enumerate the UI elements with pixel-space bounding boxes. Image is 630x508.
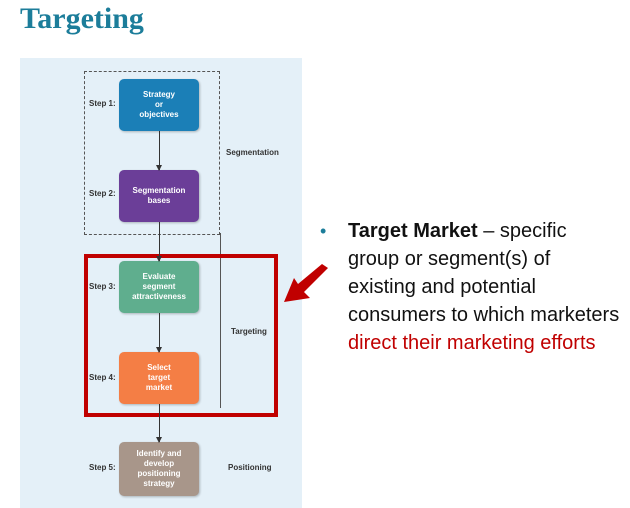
select-target-market-box: Select target market <box>119 352 199 404</box>
positioning-strategy-box: Identify and develop positioning strateg… <box>119 442 199 496</box>
dash: – <box>477 220 500 242</box>
arrow-3-4 <box>156 313 162 353</box>
page-title: Targeting <box>20 2 144 35</box>
segmentation-bases-box: Segmentation bases <box>119 170 199 222</box>
pointer-arrow-icon <box>284 264 328 302</box>
targeting-stage-label: Targeting <box>231 327 267 336</box>
definition-bullet: • Target Market – specific group or segm… <box>320 217 622 357</box>
arrow-4-5 <box>156 404 162 443</box>
strategy-objectives-box: Strategy or objectives <box>119 79 199 131</box>
bullet-icon: • <box>320 221 327 241</box>
step-5-label: Step 5: <box>89 463 116 472</box>
step-2-label: Step 2: <box>89 189 116 198</box>
term: Target Market <box>348 220 478 242</box>
step-3-label: Step 3: <box>89 282 116 291</box>
arrow-2-3 <box>156 222 162 262</box>
positioning-stage-label: Positioning <box>228 463 272 472</box>
step-4-label: Step 4: <box>89 373 116 382</box>
targeting-highlight-box <box>84 254 278 417</box>
segmentation-group-border <box>84 71 220 235</box>
evaluate-segment-box: Evaluate segment attractiveness <box>119 261 199 313</box>
definition-text: specific group or segment(s) of existing… <box>348 220 620 326</box>
step-1-label: Step 1: <box>89 99 116 108</box>
arrow-1-2 <box>156 131 162 171</box>
targeting-divider <box>220 233 221 408</box>
segmentation-stage-label: Segmentation <box>226 148 279 157</box>
definition-highlight: direct their marketing efforts <box>348 332 596 354</box>
